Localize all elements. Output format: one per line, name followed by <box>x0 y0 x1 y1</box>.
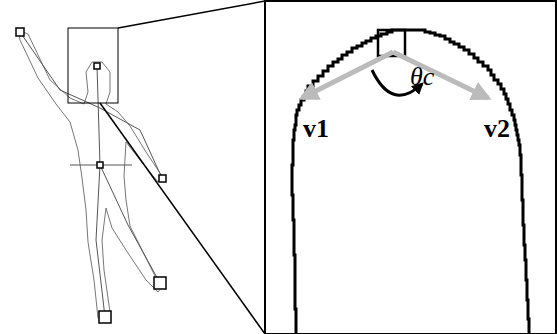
zoom-line <box>100 103 265 334</box>
vector-label: v2 <box>484 116 510 142</box>
skeleton-lines <box>20 32 162 317</box>
keypoint-squares <box>16 28 166 323</box>
body-silhouette <box>18 30 164 322</box>
zoom-line <box>118 1 265 28</box>
head-contour <box>292 30 529 334</box>
vector-label: v1 <box>303 116 329 142</box>
angle-label: θc <box>410 64 434 90</box>
zoom-panel <box>265 1 556 334</box>
vector-arrow <box>302 52 393 98</box>
vector-arrow <box>393 52 488 98</box>
zoom-box <box>68 28 118 103</box>
